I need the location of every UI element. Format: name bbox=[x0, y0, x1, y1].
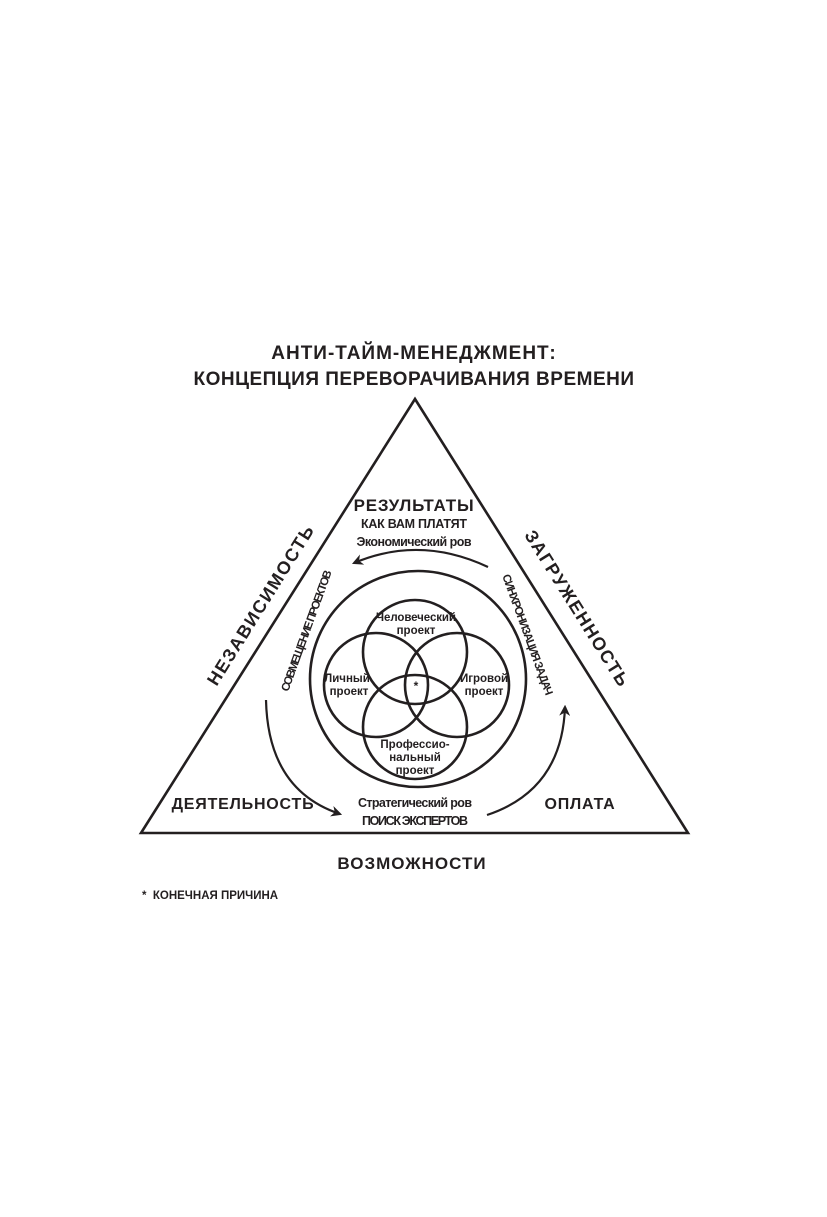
human-project-label-2: проект bbox=[397, 625, 436, 637]
strategic-moat: Стратегический ров bbox=[358, 796, 472, 810]
circle-professional-project bbox=[361, 673, 469, 781]
results-heading: РЕЗУЛЬТАТЫ bbox=[354, 496, 475, 515]
label-deyatelnost: ДЕЯТЕЛЬНОСТЬ bbox=[172, 796, 315, 813]
personal-project-label-2: проект bbox=[330, 686, 369, 698]
arrow-top bbox=[351, 548, 489, 568]
outer-circle bbox=[308, 569, 528, 789]
circle-human-project bbox=[361, 598, 469, 706]
title-line-1: АНТИ-ТАЙМ-МЕНЕДЖМЕНТ: bbox=[271, 342, 556, 364]
label-oplata: ОПЛАТА bbox=[544, 796, 615, 813]
professional-project-label-1: Профессио- bbox=[380, 739, 449, 751]
title-line-2: КОНЦЕПЦИЯ ПЕРЕВОРАЧИВАНИЯ ВРЕМЕНИ bbox=[193, 369, 634, 390]
circle-game-project bbox=[403, 631, 511, 739]
outer-triangle bbox=[138, 396, 691, 835]
personal-project-label-1: Личный bbox=[324, 673, 370, 685]
economic-moat: Экономический ров bbox=[357, 535, 472, 549]
final-cause-asterisk: * bbox=[414, 679, 419, 693]
footnote: * КОНЕЧНАЯ ПРИЧИНА bbox=[142, 890, 278, 902]
game-project-label-2: проект bbox=[465, 686, 504, 698]
arrow-left bbox=[264, 699, 343, 817]
professional-project-label-3: проект bbox=[396, 765, 435, 777]
arrow-right bbox=[486, 704, 571, 817]
how-you-get-paid: КАК ВАМ ПЛАТЯТ bbox=[361, 517, 467, 531]
expert-search: ПОИСК ЭКСПЕРТОВ bbox=[362, 814, 468, 828]
professional-project-label-2: нальный bbox=[389, 752, 441, 764]
label-vozmozhnosti: ВОЗМОЖНОСТИ bbox=[337, 854, 486, 873]
game-project-label-1: Игровой bbox=[460, 673, 508, 685]
human-project-label-1: Человеческий bbox=[376, 612, 456, 624]
circle-personal-project bbox=[322, 631, 430, 739]
